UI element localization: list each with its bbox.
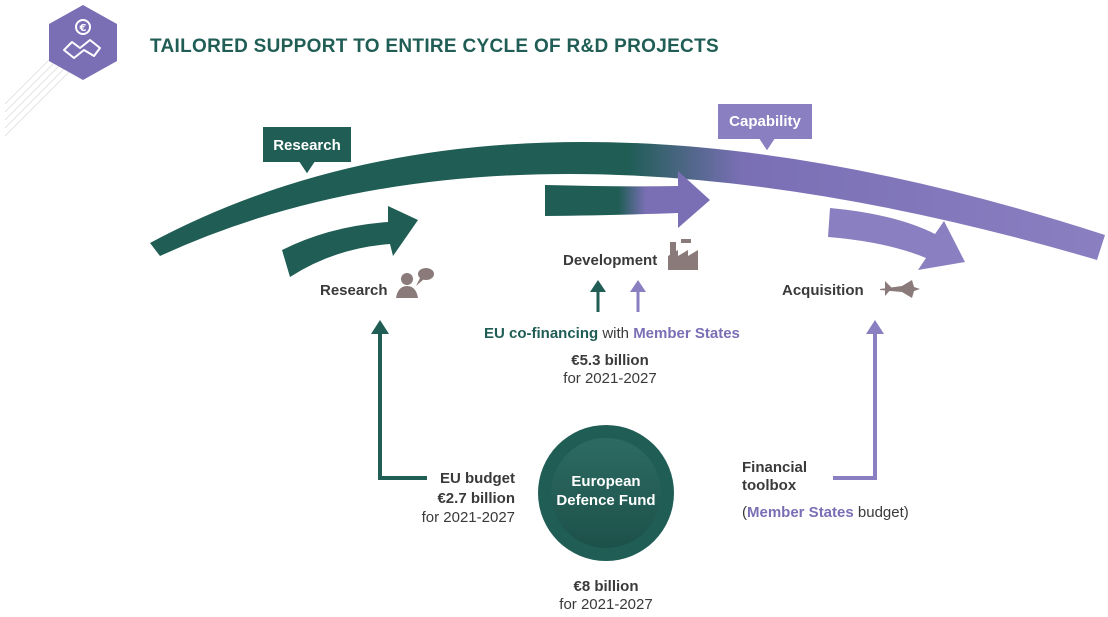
research-tag	[261, 125, 353, 177]
stage-development-label: Development	[563, 252, 658, 269]
toolbox-open-paren: (	[742, 504, 747, 521]
stage-research-label: Research	[320, 282, 388, 299]
cofinancing-member-states: Member States	[633, 325, 740, 342]
fund-amount: €8 billion	[573, 578, 639, 595]
eu-budget-connector	[371, 320, 427, 480]
development-teal-up-arrow	[590, 280, 606, 312]
stage-acquisition-label: Acquisition	[782, 282, 864, 299]
toolbox-budget-rest: budget)	[853, 504, 909, 521]
development-purple-up-arrow	[630, 280, 646, 312]
page-title: TAILORED SUPPORT TO ENTIRE CYCLE OF R&D …	[150, 36, 719, 57]
fund-name-line2: Defence Fund	[556, 492, 656, 509]
cofinancing-with: with	[598, 325, 634, 342]
cycle-arc	[150, 141, 1105, 260]
arc-tag-capability-label: Capability	[729, 113, 801, 130]
development-arrow	[545, 171, 710, 228]
factory-icon	[668, 239, 698, 270]
toolbox-connector	[833, 320, 884, 480]
defence-fund-circle	[538, 425, 674, 561]
eu-budget-amount: €2.7 billion	[437, 490, 515, 507]
toolbox-budget-note: (Member States budget)	[742, 504, 909, 521]
toolbox-label-line1: Financial	[742, 459, 808, 476]
fund-period: for 2021-2027	[559, 596, 653, 613]
research-arrow	[282, 206, 418, 277]
cofinancing-eu: EU co-financing	[484, 325, 599, 342]
capability-tag	[716, 102, 814, 154]
fund-name-line1: European	[571, 473, 641, 490]
cofinancing-amount: €5.3 billion	[571, 352, 649, 369]
toolbox-member-states: Member States	[747, 504, 854, 521]
toolbox-label-line2: toolbox	[742, 477, 797, 494]
acquisition-arrow	[828, 208, 965, 270]
svg-text:€: €	[79, 23, 87, 34]
cofinancing-period: for 2021-2027	[563, 370, 657, 387]
arc-tag-research-label: Research	[273, 137, 341, 154]
researcher-speech-icon	[396, 268, 434, 298]
eu-budget-label: EU budget	[440, 470, 515, 487]
cofinancing-heading: EU co-financing with Member States	[484, 325, 740, 342]
eu-budget-period: for 2021-2027	[421, 509, 515, 526]
handshake-euro-icon: €	[49, 5, 117, 80]
fighter-jet-icon	[880, 280, 920, 298]
